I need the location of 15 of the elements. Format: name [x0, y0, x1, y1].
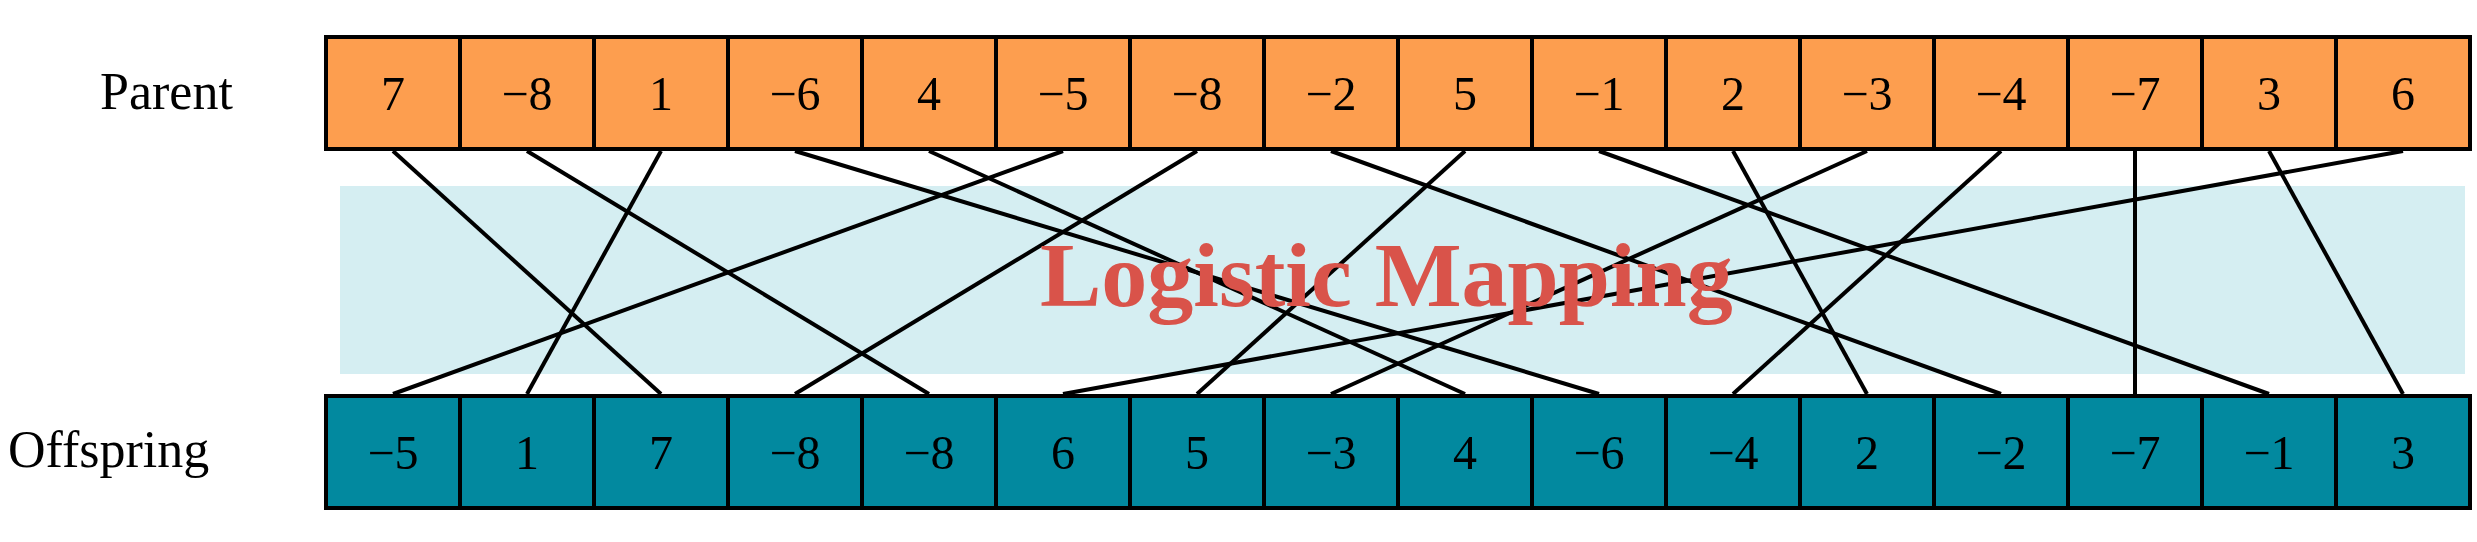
- row-label: Parent: [100, 62, 233, 121]
- connector-line: [525, 149, 931, 396]
- connector-line: [391, 149, 663, 396]
- connector-line: [1062, 149, 2404, 396]
- connector-line: [392, 149, 1064, 396]
- connector-line: [1731, 149, 2003, 396]
- connector-line: [1330, 149, 1868, 396]
- connector-line: [1330, 149, 2002, 396]
- connector-line: [1731, 150, 1869, 395]
- row-label: Offspring: [8, 420, 210, 479]
- connector-line: [1598, 149, 2270, 396]
- connector-line: [2133, 151, 2137, 394]
- connector-line: [2267, 150, 2405, 395]
- connector-line: [794, 149, 1600, 396]
- connector-line: [525, 150, 663, 395]
